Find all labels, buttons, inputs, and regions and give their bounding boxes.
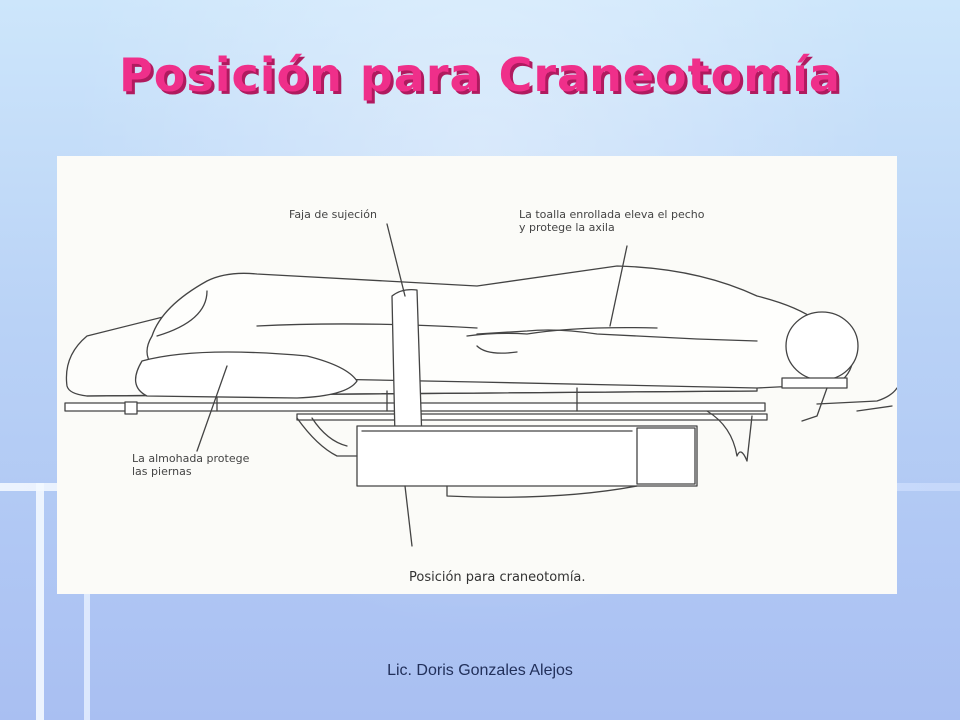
slide-title: Posición para Craneotomía xyxy=(119,48,841,102)
decorative-bar-left xyxy=(36,483,44,720)
author-footer: Lic. Doris Gonzales Alejos xyxy=(387,662,573,679)
label-pillow: La almohada protege las piernas xyxy=(132,452,250,478)
label-restraining-strap: Faja de sujeción xyxy=(289,208,377,221)
decorative-bar-right xyxy=(84,483,90,720)
craniotomy-position-drawing xyxy=(64,223,897,547)
illustration-panel: Faja de sujeción La toalla enrollada ele… xyxy=(57,156,897,594)
figure-caption: Posición para craneotomía. xyxy=(409,570,586,585)
label-rolled-towel: La toalla enrollada eleva el pecho y pro… xyxy=(519,208,705,234)
